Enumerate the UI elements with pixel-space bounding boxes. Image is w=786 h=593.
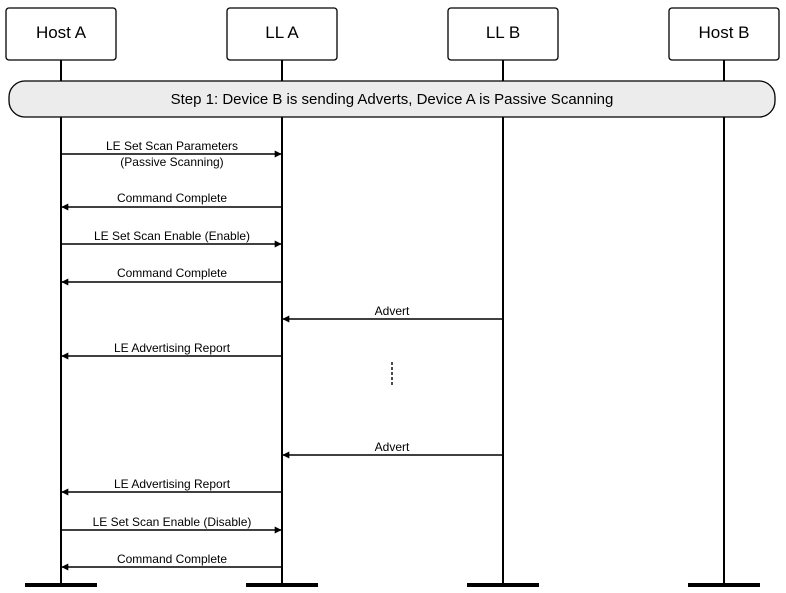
message-le-set-scan-enable-disable: LE Set Scan Enable (Disable): [62, 515, 282, 534]
message-advert: Advert: [282, 440, 502, 459]
participant-label: Host B: [698, 23, 749, 42]
message-le-advertising-report: LE Advertising Report: [61, 341, 281, 360]
message-label: Command Complete: [117, 266, 227, 280]
message-le-set-scan-parameters: LE Set Scan Parameters (Passive Scanning…: [62, 139, 282, 169]
message-label: Command Complete: [117, 191, 227, 205]
message-le-set-scan-enable-enable: LE Set Scan Enable (Enable): [62, 229, 282, 248]
participant-label: LL B: [486, 23, 520, 42]
lifelines: [25, 60, 760, 587]
participant-host-a: Host A: [5, 7, 117, 61]
message-label: LE Advertising Report: [114, 477, 231, 491]
participant-host-b: Host B: [668, 7, 780, 61]
step-label: Step 1: Device B is sending Adverts, Dev…: [171, 91, 614, 108]
participant-label: Host A: [36, 23, 87, 42]
message-label: LE Set Scan Parameters: [106, 139, 238, 153]
messages: LE Set Scan Parameters (Passive Scanning…: [61, 139, 502, 571]
message-label: LE Set Scan Enable (Disable): [93, 515, 252, 529]
message-label: LE Advertising Report: [114, 341, 231, 355]
message-label: LE Set Scan Enable (Enable): [94, 229, 250, 243]
message-label: Command Complete: [117, 552, 227, 566]
message-label: (Passive Scanning): [120, 155, 223, 169]
participants: Host A LL A LL B Host B: [5, 7, 780, 61]
participant-label: LL A: [265, 23, 299, 42]
participant-ll-a: LL A: [226, 7, 338, 61]
message-command-complete: Command Complete: [61, 552, 281, 571]
message-advert: Advert: [282, 304, 502, 323]
participant-ll-b: LL B: [447, 7, 559, 61]
message-command-complete: Command Complete: [61, 191, 281, 211]
message-command-complete: Command Complete: [61, 266, 281, 286]
message-label: Advert: [375, 304, 410, 318]
message-label: Advert: [375, 440, 410, 454]
step-banner: Step 1: Device B is sending Adverts, Dev…: [8, 80, 776, 118]
message-le-advertising-report: LE Advertising Report: [61, 477, 281, 496]
